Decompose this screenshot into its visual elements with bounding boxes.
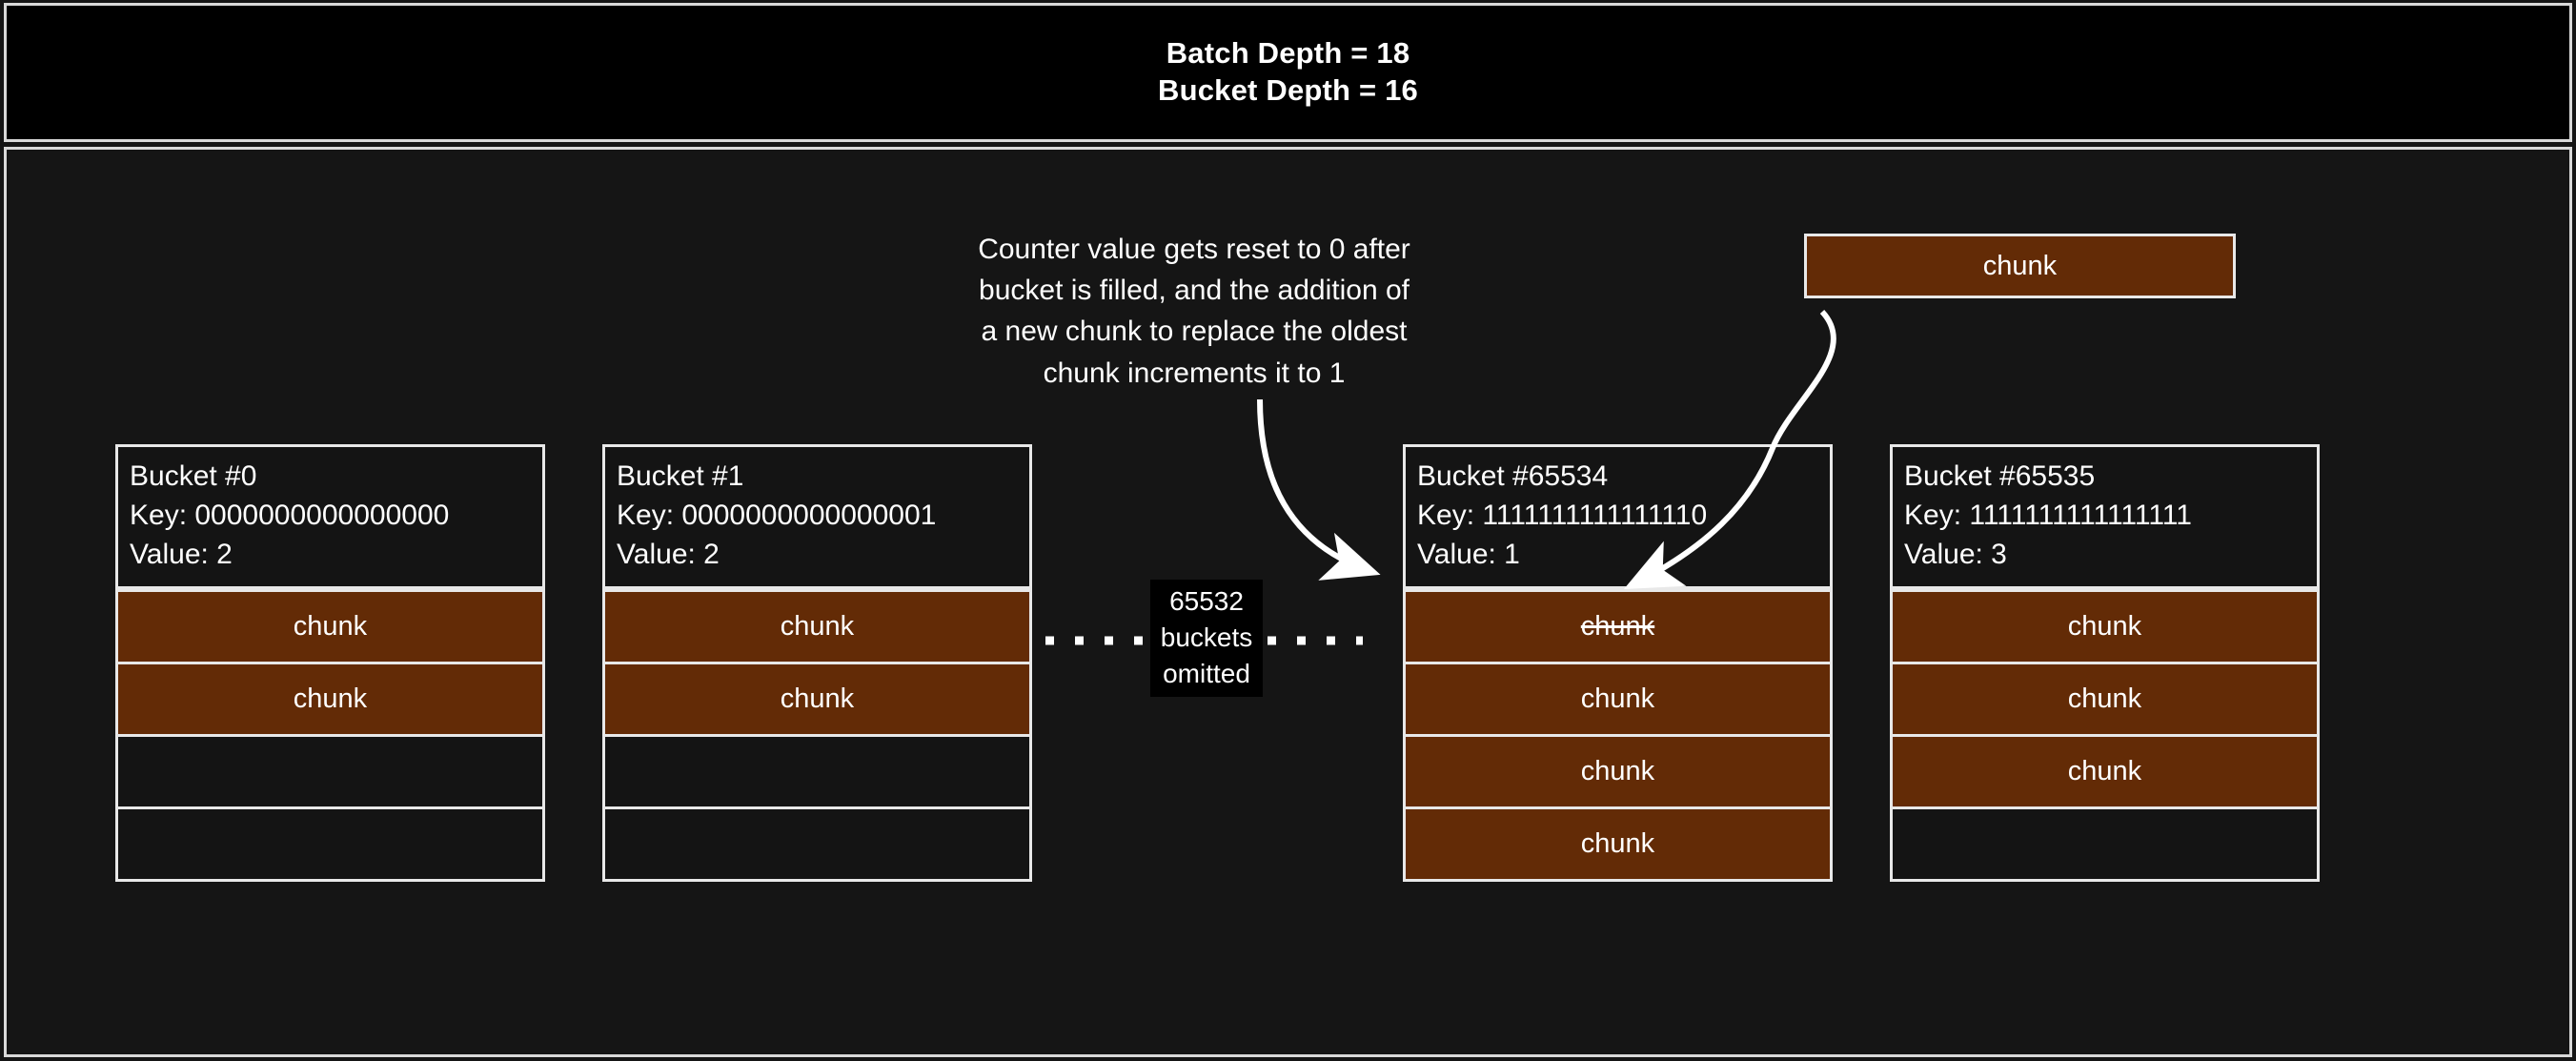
annotation-line-4: chunk increments it to 1 [1043, 357, 1346, 389]
bucket-value: Value: 1 [1417, 539, 1520, 571]
chunk-slot-label: chunk [293, 684, 368, 714]
bucket-slot-list: chunk chunk chunk [1890, 589, 2320, 882]
chunk-slot-label: chunk [780, 684, 855, 714]
bucket-key: Key: 0000000000000001 [617, 500, 937, 532]
bucket-slot-list: chunk chunk [602, 589, 1032, 882]
bucket-key: Key: 1111111111111111 [1904, 500, 2192, 532]
chunk-slot-filled: chunk [1890, 734, 2320, 809]
bucket-key: Key: 1111111111111110 [1417, 500, 1708, 532]
chunk-slot-empty [115, 734, 545, 809]
chunk-slot-filled: chunk [602, 662, 1032, 737]
chunk-slot-filled: chunk [1403, 734, 1833, 809]
bucket-key: Key: 0000000000000000 [130, 500, 450, 532]
bucket-title: Bucket #65535 [1904, 460, 2096, 492]
bucket-value: Value: 2 [617, 539, 720, 571]
chunk-slot-label: chunk [2067, 611, 2142, 642]
chunk-slot-filled: chunk [115, 589, 545, 664]
chunk-slot-filled: chunk [1403, 662, 1833, 737]
chunk-slot-filled: chunk [602, 589, 1032, 664]
incoming-chunk-label: chunk [1982, 250, 2058, 281]
omitted-count: 65532 [1169, 586, 1244, 616]
chunk-slot-filled: chunk [1403, 806, 1833, 882]
chunk-slot-empty [115, 806, 545, 882]
counter-reset-annotation: Counter value gets reset to 0 after buck… [918, 229, 1471, 394]
chunk-slot-filled: chunk [1403, 589, 1833, 664]
bucket-title: Bucket #1 [617, 460, 744, 492]
annotation-line-1: Counter value gets reset to 0 after [978, 234, 1410, 265]
chunk-slot-label: chunk [1580, 828, 1655, 859]
chunk-slot-label: chunk [1580, 756, 1655, 786]
chunk-slot-label: chunk [2067, 684, 2142, 714]
bucket-value: Value: 2 [130, 539, 233, 571]
bucket-slot-list: chunk chunk [115, 589, 545, 882]
chunk-slot-label: chunk [1580, 684, 1655, 714]
bucket-slot-list: chunk chunk chunk chunk [1403, 589, 1833, 882]
chunk-slot-filled: chunk [1890, 662, 2320, 737]
omitted-state: omitted [1163, 658, 1250, 688]
batch-depth-label: Batch Depth = 18 [1166, 36, 1410, 71]
bucket-value: Value: 3 [1904, 539, 2007, 571]
chunk-slot-empty [602, 806, 1032, 882]
chunk-slot-filled: chunk [1890, 589, 2320, 664]
bucket-title: Bucket #0 [130, 460, 257, 492]
chunk-slot-empty [1890, 806, 2320, 882]
omitted-buckets-label: 65532 buckets omitted [1150, 580, 1263, 698]
chunk-slot-filled: chunk [115, 662, 545, 737]
annotation-line-2: bucket is filled, and the addition of [979, 275, 1410, 307]
bucket-title: Bucket #65534 [1417, 460, 1609, 492]
incoming-chunk-card: chunk [1804, 234, 2236, 298]
chunk-slot-label: chunk [293, 611, 368, 642]
chunk-slot-label-removed: chunk [1580, 611, 1655, 642]
annotation-line-3: a new chunk to replace the oldest [981, 316, 1408, 348]
omitted-word: buckets [1160, 622, 1253, 652]
header-bar: Batch Depth = 18 Bucket Depth = 16 [4, 3, 2572, 142]
bucket-depth-label: Bucket Depth = 16 [1157, 73, 1418, 107]
chunk-slot-empty [602, 734, 1032, 809]
chunk-slot-label: chunk [780, 611, 855, 642]
chunk-slot-label: chunk [2067, 756, 2142, 786]
